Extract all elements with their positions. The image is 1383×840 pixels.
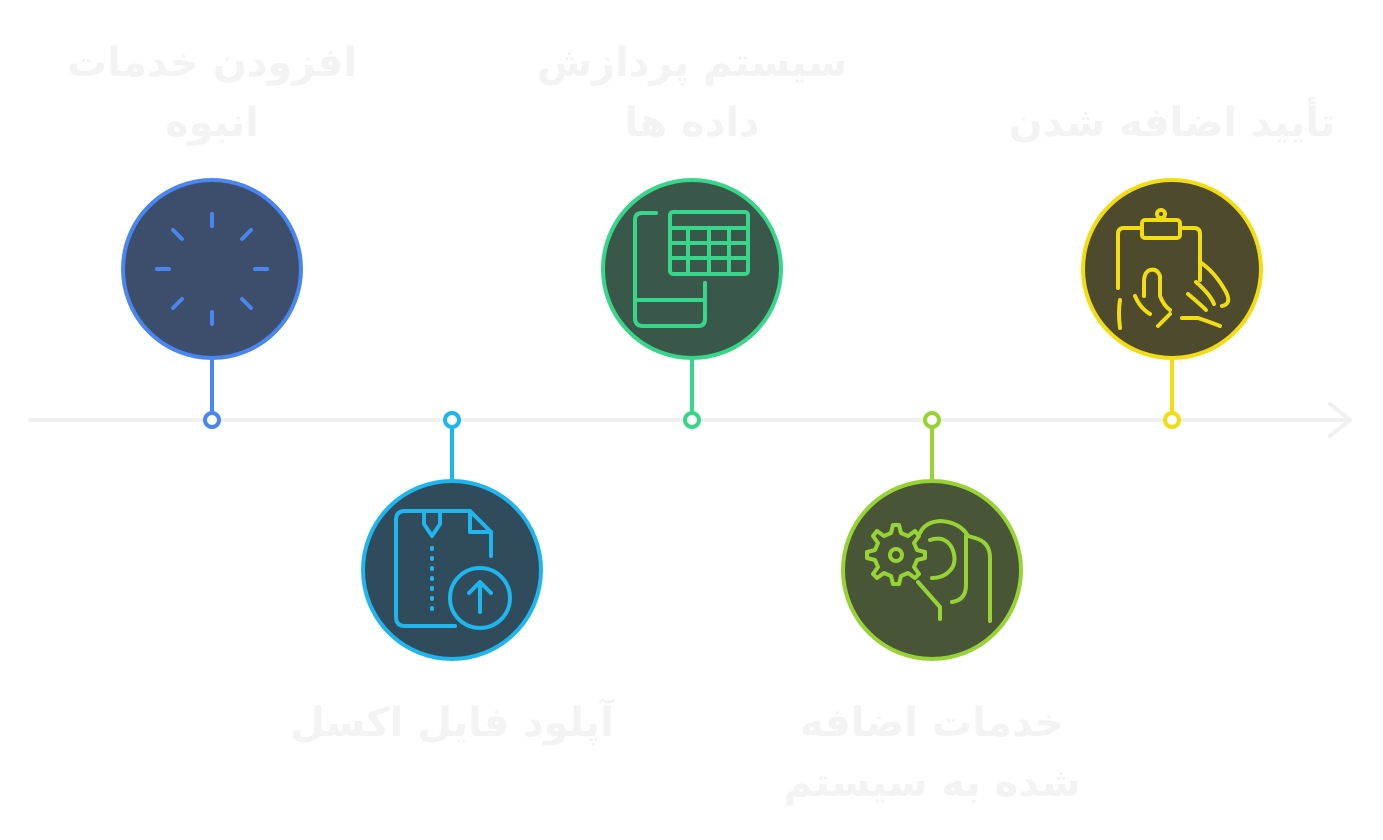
step-2-label: آپلود فایل اکسل <box>290 700 614 746</box>
step-2-marker <box>443 411 461 429</box>
loading-spinner-icon <box>155 212 269 326</box>
step-5-circle <box>1081 178 1263 360</box>
step-5-label: تأیید اضافه شدن <box>1008 100 1336 146</box>
step-2-circle <box>361 479 543 661</box>
step-1-marker <box>203 411 221 429</box>
zip-file-upload-icon <box>394 509 512 630</box>
step-1-label: افزودن خدمات انبوه <box>66 40 358 146</box>
step-4-label: خدمات اضافه شده به سیستم <box>783 700 1081 806</box>
step-3 <box>601 178 783 429</box>
step-2 <box>361 411 543 661</box>
step-1-circle <box>121 178 303 360</box>
step-1 <box>121 178 303 429</box>
hand-clipboard-icon <box>1116 208 1231 330</box>
spreadsheet-document-icon <box>633 210 750 328</box>
step-3-circle <box>601 178 783 360</box>
step-4-marker <box>923 411 941 429</box>
step-3-marker <box>683 411 701 429</box>
step-4-circle <box>841 479 1023 661</box>
hand-gear-icon <box>865 519 992 623</box>
step-3-label: سیستم پردازش داده ها <box>536 40 848 146</box>
step-4 <box>841 411 1023 661</box>
timeline-arrowhead <box>1328 402 1352 438</box>
step-5 <box>1081 178 1263 429</box>
step-5-marker <box>1163 411 1181 429</box>
